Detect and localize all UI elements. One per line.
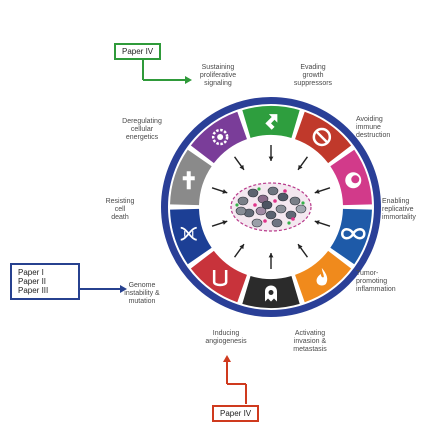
tumor-cell — [267, 186, 279, 196]
label-tumor-promoting-inflammation: Tumor- promoting inflammation — [356, 270, 396, 293]
stromal-dot — [273, 199, 277, 203]
hallmark-segment — [190, 250, 247, 303]
dna-icon — [180, 226, 197, 241]
gear-icon — [211, 128, 229, 146]
connector-arrowhead — [185, 76, 192, 84]
stromal-dot — [263, 219, 267, 223]
tumor-cell — [251, 218, 263, 228]
tumor-cell — [271, 218, 283, 228]
immune-dot — [287, 221, 291, 225]
label-evading-growth-suppressors: Evading growth suppressors — [293, 64, 333, 87]
arrow-head — [222, 220, 228, 225]
tumor-cell — [285, 210, 297, 220]
tumor-cell — [261, 200, 273, 210]
immune-cell-icon — [345, 172, 362, 189]
tumor-cell — [289, 196, 301, 206]
paper-box-left: Paper I Paper II Paper III — [10, 263, 80, 300]
label-activating-invasion-metastasis: Activating invasion & metastasis — [293, 330, 327, 353]
label-genome-instability-mutation: Genome instability & mutation — [124, 282, 160, 305]
label-deregulating-cellular-energetics: Deregulating cellular energetics — [122, 118, 162, 141]
tumor-cell — [275, 204, 287, 214]
arrow-head — [222, 189, 228, 194]
no-entry-icon — [312, 127, 332, 147]
tumor-cell — [255, 206, 267, 216]
flame-icon — [316, 267, 328, 286]
stromal-dot — [291, 217, 295, 221]
infinity-icon — [341, 227, 366, 240]
arrow-head — [298, 244, 303, 250]
cross-icon — [182, 171, 195, 190]
label-inducing-angiogenesis: Inducing angiogenesis — [205, 330, 247, 345]
label-avoiding-immune-destruction: Avoiding immune destruction — [356, 116, 391, 139]
label-enabling-replicative-immortality: Enabling replicative immortality — [382, 198, 416, 221]
hallmark-segment — [295, 250, 352, 303]
arrow-head — [268, 156, 274, 161]
tumor-cell — [235, 206, 247, 216]
ghost-cell-icon — [265, 285, 277, 302]
tumor-cell — [265, 210, 277, 220]
connector-arrowhead — [223, 355, 231, 362]
connector-arrowhead — [120, 285, 127, 293]
label-sustaining-proliferative-signaling: Sustaining proliferative signaling — [199, 64, 237, 87]
arrow-head — [314, 220, 320, 225]
label-resisting-cell-death: Resisting cell death — [105, 198, 135, 221]
arrow-head — [239, 244, 244, 250]
arrow-head — [314, 189, 320, 194]
beaker-icon — [212, 269, 228, 287]
immune-dot — [235, 203, 239, 207]
arrow-head — [239, 164, 244, 170]
tumor-cell — [295, 204, 307, 214]
paper-box-top: Paper IV — [114, 43, 162, 60]
stromal-dot — [283, 189, 287, 193]
tumor-cell — [277, 192, 289, 202]
arrow-head — [298, 164, 303, 170]
immune-dot — [257, 187, 261, 191]
arrow-head — [268, 253, 274, 258]
paper-box-bottom: Paper IV — [212, 405, 260, 422]
outer-ring — [161, 97, 381, 317]
immune-dot — [301, 201, 305, 205]
tumor-cell — [247, 188, 259, 198]
stromal-dot — [253, 203, 257, 207]
tumor-cell — [237, 196, 249, 206]
arrow-icon — [265, 114, 278, 130]
